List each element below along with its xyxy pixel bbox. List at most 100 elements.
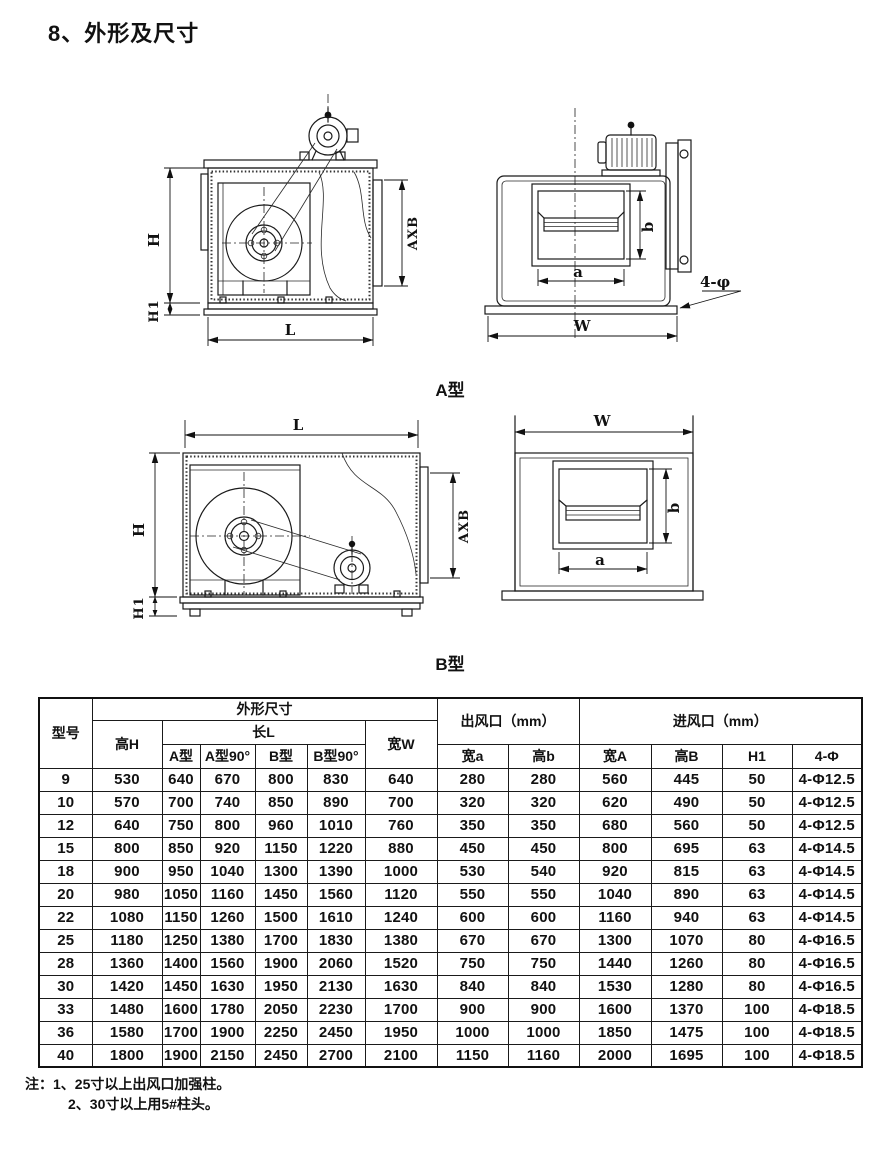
value-cell: 450 bbox=[436, 836, 509, 861]
value-cell: 1150 bbox=[436, 1043, 509, 1068]
value-cell: 1400 bbox=[161, 951, 201, 976]
motor-pulley bbox=[308, 116, 348, 156]
value-cell: 1380 bbox=[364, 928, 438, 953]
value-cell: 1260 bbox=[199, 905, 256, 930]
figure-a-end-view: b a W 4-φ bbox=[484, 108, 742, 342]
value-cell: 2130 bbox=[306, 974, 366, 999]
value-cell: 4-Φ14.5 bbox=[791, 882, 863, 907]
value-cell: 1390 bbox=[306, 859, 366, 884]
value-cell: 1280 bbox=[650, 974, 723, 999]
value-cell: 695 bbox=[650, 836, 723, 861]
dim-label-AXB: AXB bbox=[406, 216, 421, 251]
value-cell: 4-Φ16.5 bbox=[791, 974, 863, 999]
col-header-height: 高H bbox=[91, 719, 163, 769]
value-cell: 2060 bbox=[306, 951, 366, 976]
value-cell: 1240 bbox=[364, 905, 438, 930]
value-cell: 1630 bbox=[364, 974, 438, 999]
value-cell: 1260 bbox=[650, 951, 723, 976]
col-header-length-group: 长L bbox=[161, 719, 366, 745]
figure-a-side-view: H H1 L AXB bbox=[145, 94, 421, 346]
value-cell: 1120 bbox=[364, 882, 438, 907]
value-cell: 920 bbox=[578, 859, 652, 884]
col-header-h1: H1 bbox=[721, 743, 793, 769]
value-cell: 4-Φ14.5 bbox=[791, 905, 863, 930]
value-cell: 840 bbox=[436, 974, 509, 999]
value-cell: 80 bbox=[721, 974, 793, 999]
value-cell: 350 bbox=[436, 813, 509, 838]
value-cell: 1500 bbox=[254, 905, 308, 930]
figure-a-caption: A型 bbox=[435, 381, 465, 400]
value-cell: 950 bbox=[161, 859, 201, 884]
value-cell: 1700 bbox=[161, 1020, 201, 1045]
value-cell: 1520 bbox=[364, 951, 438, 976]
value-cell: 100 bbox=[721, 1043, 793, 1068]
value-cell: 1300 bbox=[578, 928, 652, 953]
value-cell: 600 bbox=[436, 905, 509, 930]
model-cell: 36 bbox=[38, 1020, 93, 1045]
value-cell: 1000 bbox=[364, 859, 438, 884]
value-cell: 640 bbox=[91, 813, 163, 838]
value-cell: 1040 bbox=[199, 859, 256, 884]
value-cell: 1000 bbox=[436, 1020, 509, 1045]
outlet-opening bbox=[552, 460, 654, 550]
value-cell: 890 bbox=[650, 882, 723, 907]
value-cell: 890 bbox=[306, 790, 366, 815]
value-cell: 1780 bbox=[199, 997, 256, 1022]
value-cell: 680 bbox=[578, 813, 652, 838]
value-cell: 920 bbox=[199, 836, 256, 861]
value-cell: 1830 bbox=[306, 928, 366, 953]
value-cell: 800 bbox=[254, 767, 308, 792]
value-cell: 550 bbox=[507, 882, 580, 907]
model-cell: 25 bbox=[38, 928, 93, 953]
value-cell: 750 bbox=[436, 951, 509, 976]
mounting-plate bbox=[665, 142, 679, 270]
casing-box bbox=[182, 452, 421, 598]
figure-b-end-view: W b a bbox=[501, 412, 704, 601]
value-cell: 760 bbox=[364, 813, 438, 838]
value-cell: 2000 bbox=[578, 1043, 652, 1068]
value-cell: 1070 bbox=[650, 928, 723, 953]
motor bbox=[333, 536, 371, 594]
value-cell: 63 bbox=[721, 882, 793, 907]
value-cell: 50 bbox=[721, 767, 793, 792]
dim-label-L: L bbox=[285, 321, 296, 339]
value-cell: 1180 bbox=[91, 928, 163, 953]
value-cell: 63 bbox=[721, 836, 793, 861]
dim-label-W: W bbox=[573, 317, 592, 335]
note-line-1: 注：1、25寸以上出风口加强柱。 bbox=[25, 1076, 231, 1092]
base-plate bbox=[484, 305, 678, 315]
figure-b-caption: B型 bbox=[435, 655, 465, 674]
value-cell: 900 bbox=[507, 997, 580, 1022]
casing-box bbox=[207, 167, 374, 304]
value-cell: 80 bbox=[721, 951, 793, 976]
value-cell: 1600 bbox=[578, 997, 652, 1022]
col-header-phi: 4-Φ bbox=[791, 743, 863, 769]
model-cell: 10 bbox=[38, 790, 93, 815]
value-cell: 560 bbox=[578, 767, 652, 792]
value-cell: 840 bbox=[507, 974, 580, 999]
figure-a-drawing: H H1 L AXB bbox=[145, 94, 742, 346]
value-cell: 540 bbox=[507, 859, 580, 884]
figure-b-side-view: L bbox=[130, 416, 472, 620]
dim-label-AXB: AXB bbox=[457, 509, 472, 544]
value-cell: 1480 bbox=[91, 997, 163, 1022]
value-cell: 800 bbox=[199, 813, 256, 838]
value-cell: 1900 bbox=[254, 951, 308, 976]
value-cell: 550 bbox=[436, 882, 509, 907]
dim-label-b: b bbox=[665, 503, 683, 514]
value-cell: 1040 bbox=[578, 882, 652, 907]
model-cell: 18 bbox=[38, 859, 93, 884]
value-cell: 1800 bbox=[91, 1043, 163, 1068]
value-cell: 600 bbox=[507, 905, 580, 930]
dim-label-H: H bbox=[130, 523, 148, 537]
value-cell: 1850 bbox=[578, 1020, 652, 1045]
value-cell: 850 bbox=[254, 790, 308, 815]
value-cell: 1700 bbox=[254, 928, 308, 953]
model-cell: 9 bbox=[38, 767, 93, 792]
